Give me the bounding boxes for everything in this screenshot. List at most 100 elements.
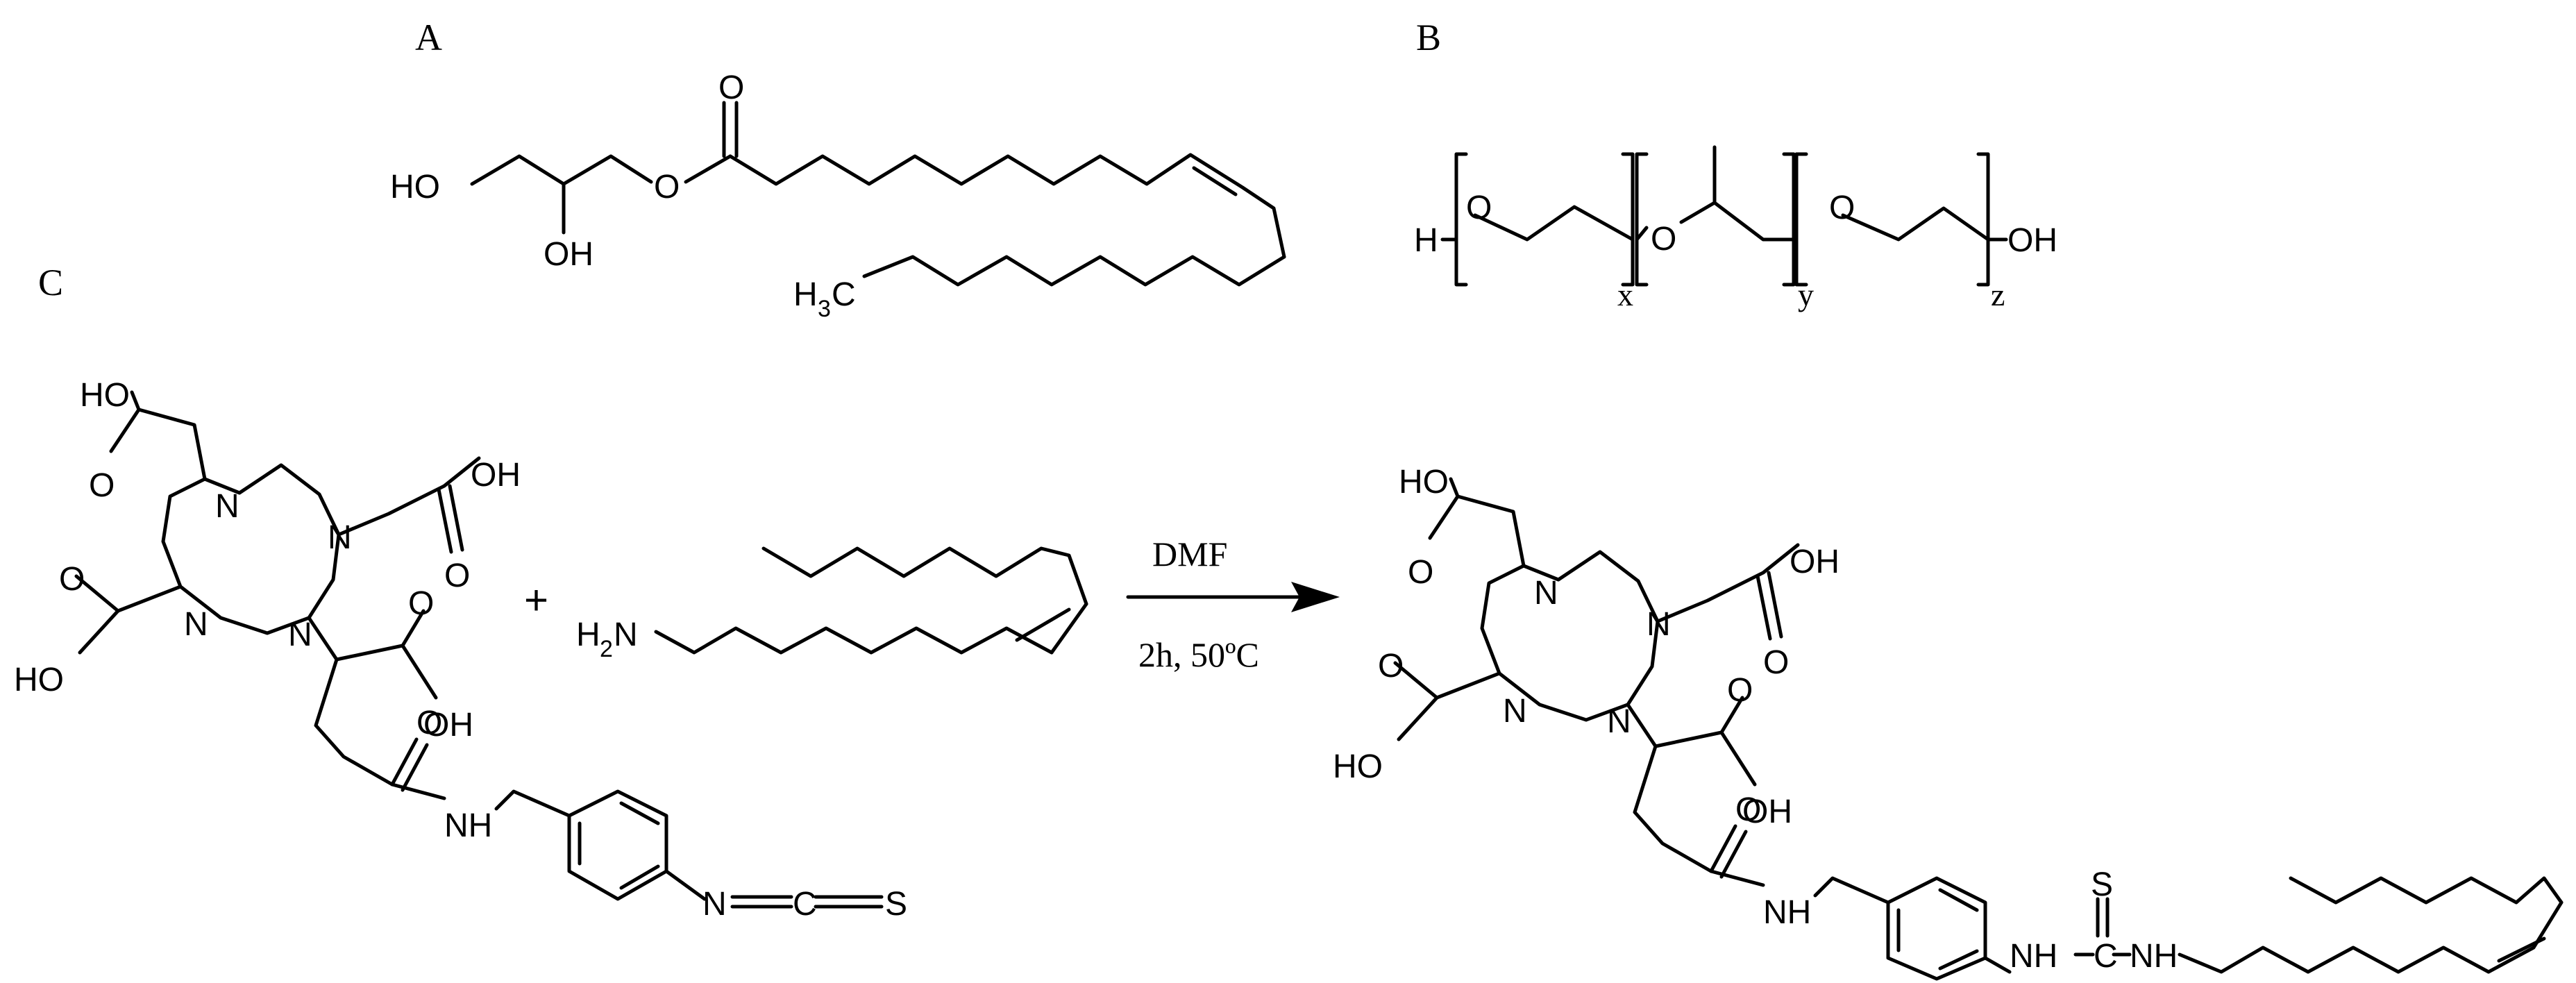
- methyl-sub: 3: [818, 296, 831, 322]
- product-acetate-1: [1428, 494, 1526, 568]
- dota-amide-o: O: [416, 705, 442, 741]
- amine-n: N: [614, 616, 638, 653]
- structure-b-o3: O: [1829, 190, 1855, 226]
- panel-label-a: A: [415, 17, 442, 58]
- ppo-link: [1635, 226, 1649, 242]
- methyl-h: H: [793, 276, 818, 313]
- product-o-2: O: [1763, 644, 1789, 681]
- product-amide-nh: NH: [1763, 894, 1811, 931]
- oleoyl-chain-lower: [862, 255, 1286, 287]
- product-acetate-1-oh: [1449, 477, 1460, 498]
- dota-n-3: N: [184, 606, 208, 643]
- peo-unit-2: [1841, 206, 1990, 242]
- product-o-3: O: [1378, 648, 1404, 684]
- ncs-c: C: [793, 886, 817, 923]
- structure-b-h: H: [1414, 222, 1438, 259]
- product-amide-co-b: [1719, 830, 1748, 879]
- acetate-2: [337, 456, 481, 537]
- product-glutaric-chain: [1633, 744, 1765, 887]
- panel-label-c: C: [38, 262, 63, 303]
- structure-a-oh: OH: [544, 236, 594, 273]
- peo-unit-1: [1473, 205, 1635, 242]
- bracket-z-right: [1976, 152, 1990, 287]
- structure-a-ho: HO: [390, 169, 440, 205]
- dota-n-1: N: [215, 488, 239, 525]
- glutaric-chain: [314, 657, 446, 800]
- product-acetate-2-co-a: [1756, 574, 1772, 641]
- bracket-y-right: [1782, 152, 1796, 287]
- oleylamine: H 2 N: [576, 546, 1088, 662]
- acetate-3-oh: [78, 609, 120, 655]
- thiourea-nh-2: NH: [2130, 938, 2178, 975]
- product-benzyl-ch2: [1813, 876, 1890, 905]
- structure-a-ester-o: O: [654, 169, 680, 205]
- dota-n-4: N: [288, 616, 312, 653]
- product-oh-4: OH: [1742, 793, 1792, 830]
- dota-o-2: O: [444, 557, 470, 594]
- amide-co-a: [390, 737, 419, 787]
- product-acetate-3-oh: [1397, 696, 1439, 741]
- dota-ho-3: HO: [14, 662, 64, 698]
- product-n-4: N: [1607, 703, 1631, 740]
- product-amide-o: O: [1735, 791, 1761, 828]
- thiourea-nh-1: NH: [2010, 938, 2057, 975]
- product-ho-3: HO: [1333, 748, 1383, 785]
- oleylamine-chain-lower: [654, 602, 1088, 655]
- product-cis-db: [2497, 936, 2546, 963]
- acetate-2-co-b: [448, 484, 464, 552]
- dota-ho-1: HO: [80, 377, 130, 414]
- dota-o-3: O: [59, 561, 85, 598]
- product-glutaric-acid: [1626, 696, 1744, 748]
- oleylamine-chain-upper: [761, 546, 1088, 606]
- product-chain-upper: [2289, 876, 2564, 905]
- product-acetate-2: [1656, 543, 1800, 623]
- benzene-db-2: [619, 801, 660, 825]
- reaction-conditions: 2h, 50ºC: [1138, 635, 1259, 674]
- product-benzene-db-3: [1938, 949, 1979, 971]
- acetate-1-oh: [130, 390, 141, 412]
- plus-sign: +: [524, 577, 548, 623]
- reactant-dota: HO O N N OH O O N N HO O OH O NH N C S: [14, 377, 907, 923]
- bracket-z-left: [1794, 152, 1808, 287]
- dota-oh-2: OH: [471, 457, 521, 494]
- index-x: x: [1617, 277, 1633, 312]
- product-benzene-db-2: [1938, 888, 1979, 912]
- methyl-c: C: [832, 276, 856, 313]
- ncs-n: N: [702, 886, 727, 923]
- thiourea-s: S: [2091, 866, 2113, 903]
- glutaric-oh: [401, 644, 438, 700]
- cyclen-ring: [161, 463, 341, 635]
- structure-b-oh: OH: [2007, 222, 2057, 259]
- product-n-1: N: [1534, 575, 1558, 612]
- reaction-solvent: DMF: [1152, 535, 1227, 573]
- reaction-arrow: DMF 2h, 50ºC: [1126, 535, 1340, 674]
- dota-oh-4: OH: [423, 707, 473, 743]
- acetate-2-co-a: [437, 487, 453, 554]
- product-thiourea-bond: [1983, 956, 2012, 974]
- amide-co-b: [401, 743, 429, 792]
- benzyl-ch2: [494, 789, 571, 818]
- product-n-2: N: [1647, 606, 1671, 643]
- product-n-3: N: [1503, 693, 1527, 730]
- product-o-1: O: [1408, 554, 1433, 591]
- dota-o-1: O: [89, 467, 115, 504]
- product-acetate-3: [1393, 661, 1501, 700]
- structure-a-backbone: [470, 154, 653, 186]
- structure-b-o1: O: [1466, 190, 1492, 226]
- structure-a: HO OH O O H 3 C: [390, 69, 1286, 322]
- acetate-1: [109, 408, 207, 481]
- product-acetate-2-co-b: [1767, 571, 1783, 639]
- oleoyl-chain-upper: [728, 153, 1286, 259]
- product-chain-lower: [2178, 900, 2564, 974]
- ncs-bond: [664, 869, 707, 901]
- bracket-x-right: [1621, 152, 1635, 287]
- oleylamine-cis-db: [1015, 607, 1071, 642]
- product-o-4: O: [1727, 672, 1753, 709]
- ncs-s: S: [885, 886, 907, 923]
- product-amide-co-a: [1709, 824, 1737, 873]
- acetate-3: [74, 574, 183, 613]
- product: HO O N N OH O O N N HO O OH O NH S NH C …: [1333, 464, 2564, 981]
- structure-b-o2: O: [1651, 221, 1676, 258]
- structure-b: H O O O OH x y z: [1414, 145, 2057, 312]
